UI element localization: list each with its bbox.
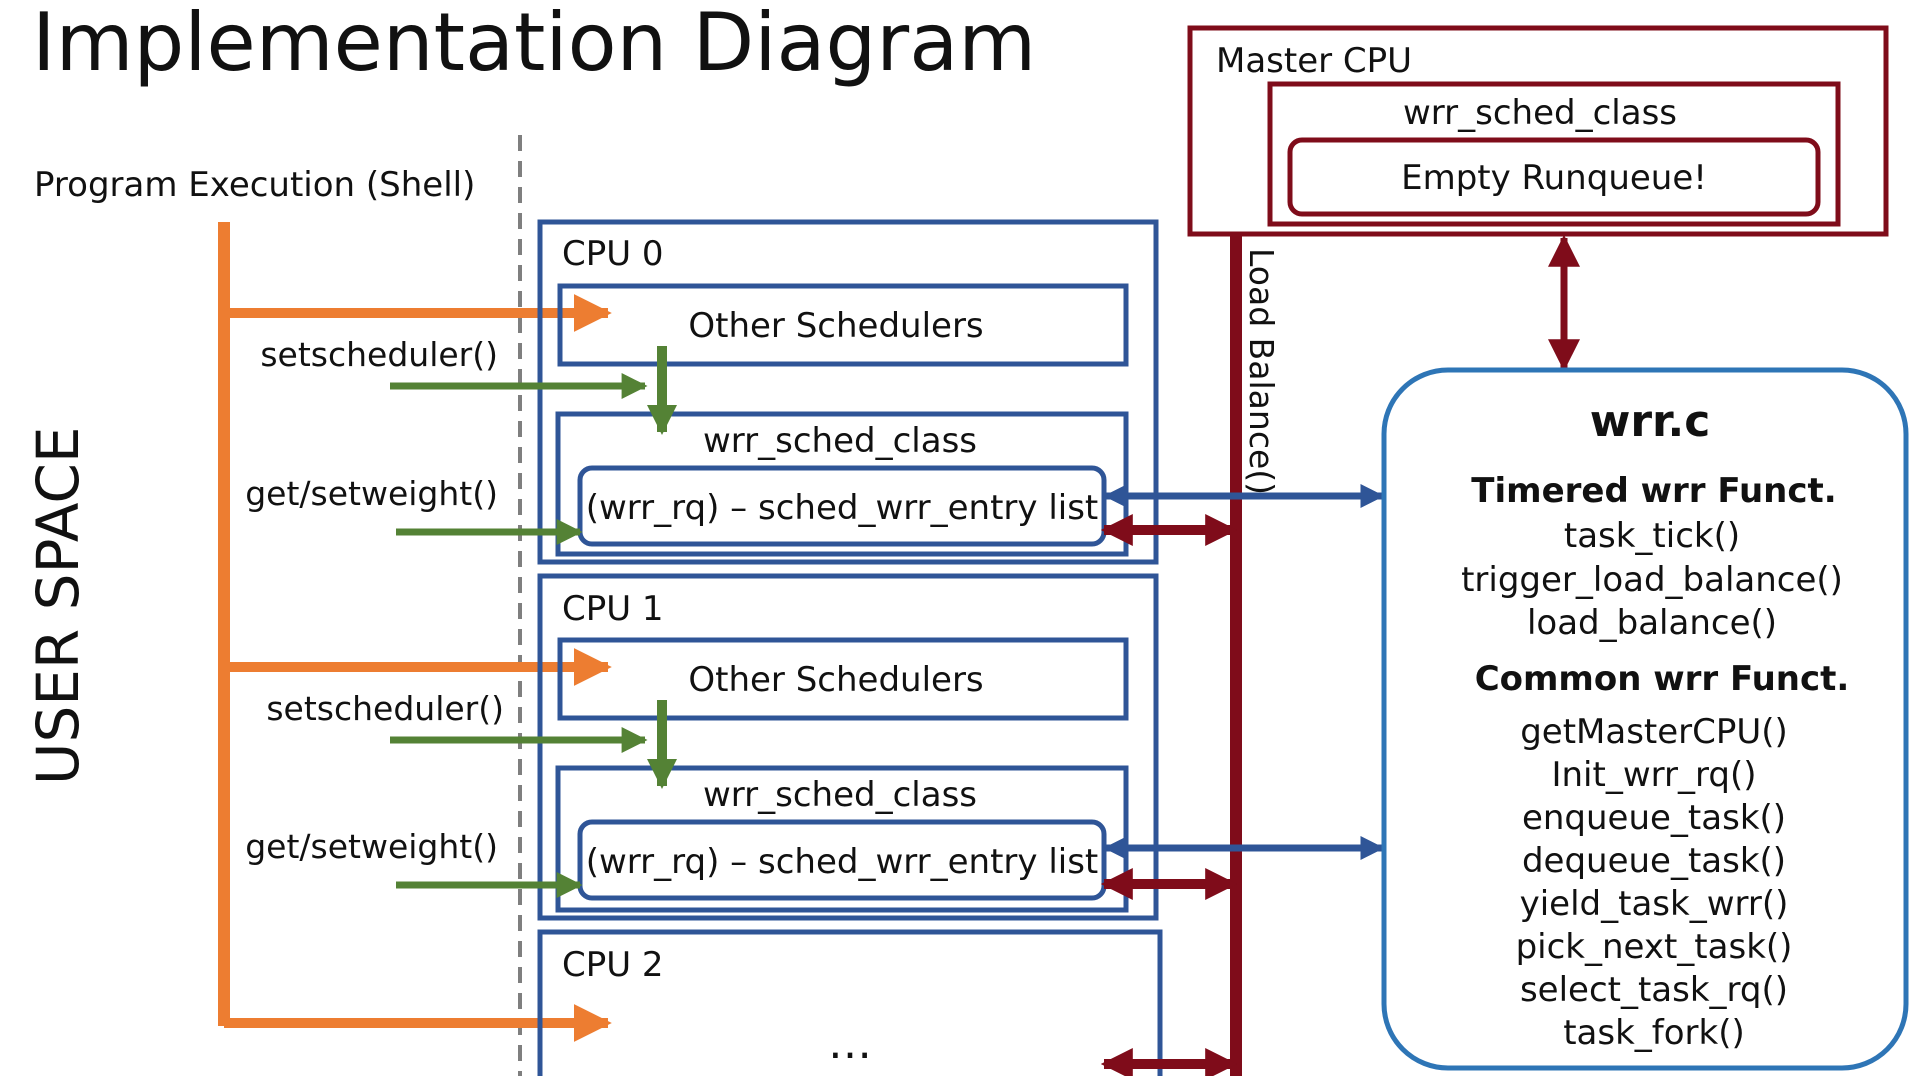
wrr-c-title: wrr.c <box>1590 396 1711 447</box>
cpu0-title: CPU 0 <box>562 234 664 274</box>
cpu1-other-schedulers-label: Other Schedulers <box>688 660 983 700</box>
cpu1-wrr-sched-class-label: wrr_sched_class <box>703 775 977 815</box>
timered-heading: Timered wrr Funct. <box>1471 471 1836 511</box>
user-space-label: USER SPACE <box>24 426 92 785</box>
cpu0-other-schedulers-box <box>557 283 1129 367</box>
master-wrr-sched-class-box <box>1267 81 1841 227</box>
cpu0-setscheduler-label: setscheduler() <box>260 335 498 374</box>
master-wrr-sched-class-label: wrr_sched_class <box>1403 93 1677 133</box>
master-runqueue-label: Empty Runqueue! <box>1401 158 1707 198</box>
cpu2-group: CPU 2 … <box>537 929 1163 1076</box>
common-func: dequeue_task() <box>1522 841 1786 881</box>
cpu0-rq-label: (wrr_rq) – sched_wrr_entry list <box>586 488 1099 528</box>
cpu0-getsetweight-label: get/setweight() <box>245 474 498 513</box>
wrr-c-box <box>1381 367 1909 1071</box>
common-func: pick_next_task() <box>1516 927 1793 967</box>
wrr-c-group: wrr.c Timered wrr Funct. task_tick() tri… <box>1381 367 1909 1071</box>
cpu1-group: CPU 1 Other Schedulers wrr_sched_class (… <box>537 573 1159 921</box>
cpu1-setscheduler-label: setscheduler() <box>266 689 504 728</box>
cpu1-box <box>537 573 1159 921</box>
cpu0-group: CPU 0 Other Schedulers wrr_sched_class (… <box>537 219 1159 565</box>
timered-func: task_tick() <box>1564 516 1740 556</box>
common-func: getMasterCPU() <box>1520 712 1788 752</box>
cpu2-box <box>537 929 1163 1076</box>
load-balance-label: Load Balance() <box>1242 248 1281 495</box>
cpu2-title: CPU 2 <box>562 945 664 985</box>
common-func: select_task_rq() <box>1520 970 1788 1010</box>
common-func: yield_task_wrr() <box>1520 884 1789 924</box>
cpu1-other-schedulers-box <box>557 637 1129 721</box>
timered-func: load_balance() <box>1527 603 1777 643</box>
page-title: Implementation Diagram <box>32 0 1036 89</box>
common-func: enqueue_task() <box>1522 798 1786 838</box>
cpu1-rq-label: (wrr_rq) – sched_wrr_entry list <box>586 842 1099 882</box>
common-func: Init_wrr_rq() <box>1551 755 1756 795</box>
cpu2-ellipsis: … <box>828 1018 872 1069</box>
cpu1-getsetweight-label: get/setweight() <box>245 827 498 866</box>
master-cpu-box <box>1187 25 1889 237</box>
shell-label: Program Execution (Shell) <box>34 165 475 205</box>
common-heading: Common wrr Funct. <box>1475 659 1850 699</box>
cpu1-title: CPU 1 <box>562 589 664 629</box>
cpu0-other-schedulers-label: Other Schedulers <box>688 306 983 346</box>
master-cpu-title: Master CPU <box>1216 41 1412 81</box>
master-cpu-group: Master CPU wrr_sched_class Empty Runqueu… <box>1187 25 1889 237</box>
cpu0-box <box>537 219 1159 565</box>
timered-func: trigger_load_balance() <box>1461 560 1843 600</box>
cpu1-rq-box <box>577 819 1107 901</box>
master-runqueue-box <box>1287 137 1821 217</box>
cpu0-wrr-sched-class-label: wrr_sched_class <box>703 421 977 461</box>
common-func: task_fork() <box>1563 1013 1745 1053</box>
